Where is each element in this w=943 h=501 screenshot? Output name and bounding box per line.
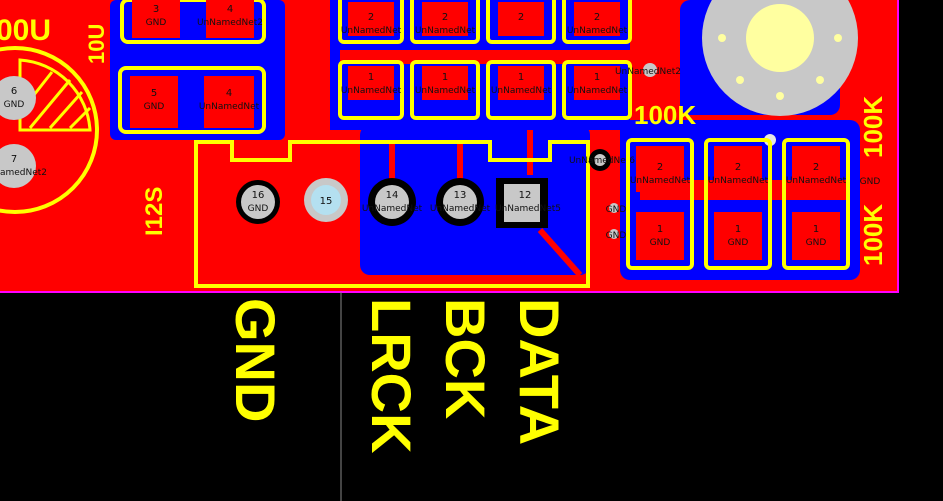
header-pin-12-net: UnNamedNet5 [495,204,561,214]
silk-label-bck: BCK [434,298,497,419]
top-row2-pad-3-num: 2 [518,12,524,23]
res1-pad-1-num: 1 [657,224,663,235]
res2-pad-2-num: 2 [735,162,741,173]
mounting-hole-vias [718,34,842,100]
res-outlines [626,138,850,270]
header-pin-12 [504,184,540,222]
via-gnd-right-label: GND [860,177,881,187]
left-pad-6-net: GND [4,100,25,110]
header-pin-12-num: 12 [519,190,532,201]
via-gnd-2-label: GND [606,231,627,241]
silk-i2s: I12S [141,187,168,236]
header-outline [194,140,590,288]
header-pin-13 [443,185,477,219]
top-row1-pad-2-net: UnNamedNet [415,86,476,96]
left-pad-7-net: UnNamedNet2 [0,168,47,178]
via-top [643,63,657,77]
left-pad-7 [0,144,36,188]
top-row2-pads [348,2,620,36]
silk-res-100k-right-bottom: 100K [858,204,888,266]
cap2-pad-5-net: GND [144,102,165,112]
res2-pad-2-net: UnNamedNet [708,176,769,186]
res3-pad-2-net: UnNamedNet [786,176,847,186]
cap1-outline [120,0,266,44]
silk-cap-10u: 10U [84,24,109,64]
header-pin-15-hole [311,185,341,215]
res1-pad-2-num: 2 [657,162,663,173]
cap1-pad-3-net: GND [146,18,167,28]
top-row2-pad-2-num: 2 [442,12,448,23]
cap1-pad-3-num: 3 [153,4,159,15]
silk-label-data: DATA [508,298,571,445]
via-mid-label: UnNamedNet6 [569,156,635,166]
cap1-pad-4 [206,0,254,38]
cap1-pad-4-net: UnNamedNet2 [197,18,263,28]
silk-label-lrck: LRCK [360,298,423,454]
header-pin-15-num: 15 [320,196,333,207]
header-pin-14-num: 14 [386,190,399,201]
res3-pad-1-net: GND [806,238,827,248]
left-cap-hatch [18,58,92,132]
via-gnd-2 [609,229,619,239]
cap1-pad-3 [132,0,180,38]
top-row2-pad-1-net: UnNamedNet [341,26,402,36]
header-pin-13-num: 13 [454,190,467,201]
top-row1-pads [348,66,620,100]
cap2-pad-5-num: 5 [151,88,157,99]
left-cap-outline [0,46,99,214]
silk-res-100k-top: 100K [634,100,696,130]
res-pads [636,146,840,260]
silk-cap-value-partial: 00U [0,14,51,47]
via-mid [594,154,606,166]
left-pad-7-num: 7 [11,154,17,165]
top-row2-pad-4-net: UnNamedNet [567,26,628,36]
cap2-pad-4-num: 4 [226,88,232,99]
board-outline [0,0,899,293]
header-pin-16 [241,185,275,219]
mounting-hole-center [746,4,814,72]
top-row2-pad-2-net: UnNamedNet [415,26,476,36]
silk-label-gnd: GND [224,298,287,422]
header-pin-16-net: GND [248,204,269,214]
res1-pad-2-net: UnNamedNet [630,176,691,186]
res1-pad-1-net: GND [650,238,671,248]
res3-pad-1-num: 1 [813,224,819,235]
top-row2-pad-4-num: 2 [594,12,600,23]
cap2-pad-4-net: UnNamedNet [199,102,260,112]
header-pin-14 [375,185,409,219]
via-gnd-1-label: GND [606,205,627,215]
top-row2-pad-1-num: 2 [368,12,374,23]
silk-res-100k-right-top: 100K [858,96,888,158]
res3-pad-2-num: 2 [813,162,819,173]
top-row1-pad-3-num: 1 [518,72,524,83]
header-pin-16-num: 16 [252,190,265,201]
top-row1-outlines [338,60,632,120]
top-row2-outlines [338,0,632,44]
top-row1-pad-1-num: 1 [368,72,374,83]
cap2-pad-5 [130,76,178,128]
via-gnd-1 [609,203,619,213]
res2-pad-1-num: 1 [735,224,741,235]
left-pad-6-num: 6 [11,86,17,97]
top-row1-pad-2-num: 1 [442,72,448,83]
top-row1-pad-3-net: UnNamedNet [491,86,552,96]
left-pad-6 [0,76,36,120]
header-pin-14-net: UnNamedNet [362,204,423,214]
cap2-pad-4 [204,76,254,128]
cap2-outline [118,66,266,134]
top-row1-pad-4-net: UnNamedNet [567,86,628,96]
cap1-pad-4-num: 4 [227,4,233,15]
top-row1-pad-1-net: UnNamedNet [341,86,402,96]
header-pin-13-net: UnNamedNet [430,204,491,214]
via-top-label: UnNamedNet2 [615,67,681,77]
top-row1-pad-4-num: 1 [594,72,600,83]
res2-pad-1-net: GND [728,238,749,248]
